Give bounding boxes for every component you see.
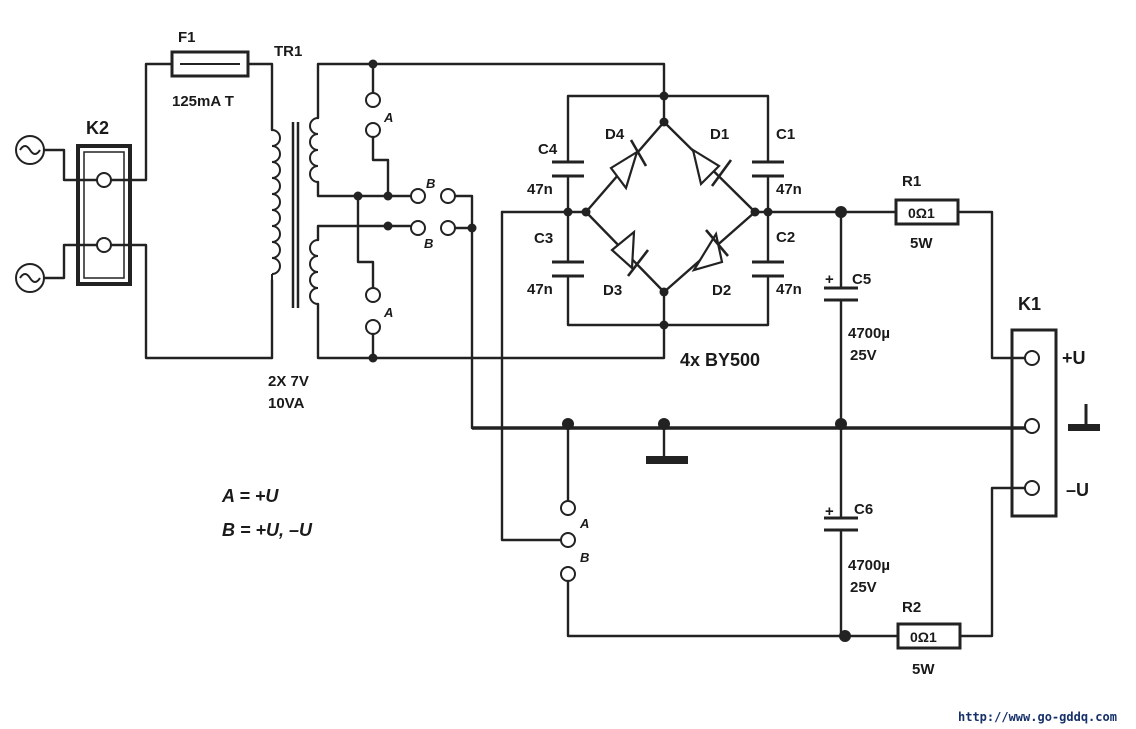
source-url: http://www.go-gddq.com	[958, 710, 1117, 724]
jumper-terminal	[440, 188, 456, 204]
jumper-b-lower-label: B	[580, 550, 589, 565]
c3-label: C3	[534, 230, 553, 247]
c2-value: 47n	[776, 281, 802, 298]
f1-label: F1	[178, 29, 196, 46]
output-negative-label: –U	[1066, 480, 1089, 500]
legend-b: B = +U, –U	[222, 520, 313, 540]
jumper-terminal	[365, 287, 381, 303]
c3-value: 47n	[527, 281, 553, 298]
capacitor-c4	[552, 160, 584, 178]
output-ground-icon	[1068, 404, 1100, 431]
jumper-terminal	[560, 500, 576, 516]
c5-label: C5	[852, 271, 871, 288]
f1-rating: 125mA T	[172, 93, 234, 110]
jumper-terminal	[365, 92, 381, 108]
c6-plus: +	[825, 503, 834, 520]
c6-label: C6	[854, 501, 873, 518]
c5-voltage: 25V	[850, 347, 877, 364]
c5-plus: +	[825, 271, 834, 288]
ac-source-bottom-icon	[15, 263, 45, 293]
bridge-diode-type: 4x BY500	[680, 350, 760, 370]
c5-value: 4700µ	[848, 325, 890, 342]
transformer-tr1	[271, 117, 319, 308]
k1-label: K1	[1018, 294, 1041, 314]
legend-a: A = +U	[221, 486, 279, 506]
fuse-f1	[170, 50, 250, 78]
jumper-terminal	[365, 122, 381, 138]
c6-value: 4700µ	[848, 557, 890, 574]
output-positive-label: +U	[1062, 348, 1086, 368]
c4-value: 47n	[527, 181, 553, 198]
jumper-a-top-label: A	[383, 110, 393, 125]
tr1-spec-voltage: 2X 7V	[268, 373, 309, 390]
r1-label: R1	[902, 173, 921, 190]
c6-voltage: 25V	[850, 579, 877, 596]
ground-symbol-icon	[646, 456, 688, 464]
r2-label: R2	[902, 599, 921, 616]
tr1-label: TR1	[274, 43, 302, 60]
diode-d4	[609, 139, 648, 191]
d2-label: D2	[712, 282, 731, 299]
c1-label: C1	[776, 126, 795, 143]
diode-d1	[691, 147, 733, 187]
diode-d2	[691, 229, 729, 272]
jumper-a-lower-label: A	[579, 516, 589, 531]
capacitor-c3	[552, 260, 584, 278]
jumper-b-label: B	[426, 176, 435, 191]
k2-label: K2	[86, 118, 109, 138]
input-connector-k2	[76, 144, 132, 286]
d1-label: D1	[710, 126, 729, 143]
c4-label: C4	[538, 141, 558, 158]
d4-label: D4	[605, 126, 625, 143]
jumper-a-bottom-label: A	[383, 305, 393, 320]
r2-value: 0Ω1	[910, 629, 937, 645]
jumper-terminal	[410, 220, 426, 236]
jumper-terminal	[440, 220, 456, 236]
r2-power: 5W	[912, 661, 935, 678]
output-connector-k1	[1010, 328, 1058, 518]
capacitor-c1	[752, 160, 784, 178]
capacitor-c5	[824, 286, 858, 302]
r1-power: 5W	[910, 235, 933, 252]
d3-label: D3	[603, 282, 622, 299]
ac-source-top-icon	[15, 135, 45, 165]
c2-label: C2	[776, 229, 795, 246]
tr1-spec-power: 10VA	[268, 395, 305, 412]
c1-value: 47n	[776, 181, 802, 198]
diode-d3	[610, 229, 650, 277]
jumper-terminal	[560, 532, 576, 548]
r1-value: 0Ω1	[908, 205, 935, 221]
jumper-terminal	[410, 188, 426, 204]
jumper-terminal	[365, 319, 381, 335]
capacitor-c2	[752, 260, 784, 278]
jumper-b-label: B	[424, 236, 433, 251]
jumper-terminal	[560, 566, 576, 582]
